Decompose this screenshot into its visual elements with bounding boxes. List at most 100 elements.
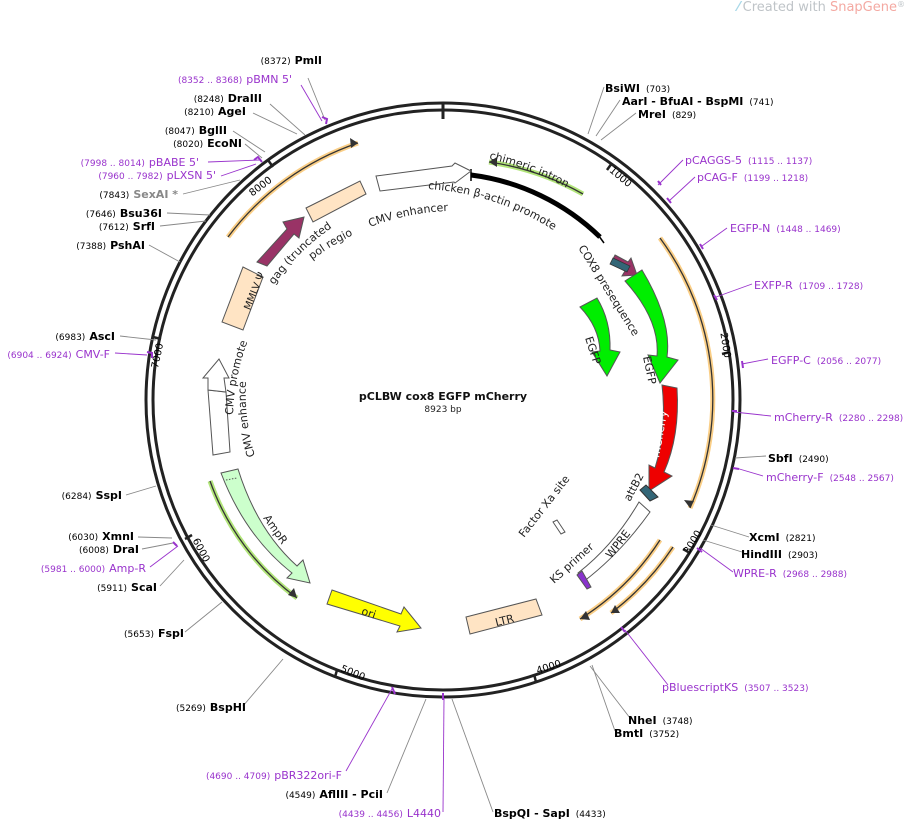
site-label: XcmI(2821) bbox=[749, 531, 816, 544]
site-label: pBluescriptKS(3507 .. 3523) bbox=[662, 681, 808, 694]
site-name: WPRE-R bbox=[733, 567, 777, 580]
site-label: (4439 .. 4456) L4440 bbox=[339, 807, 441, 820]
feature-ampr bbox=[220, 468, 311, 584]
feature-labels: chimeric intron chicken β-actin promoter… bbox=[0, 0, 659, 630]
site-name: BmtI bbox=[614, 727, 643, 740]
site-label: (7646)Bsu36I bbox=[86, 207, 162, 220]
site-name: mCherry-F bbox=[766, 471, 824, 484]
site-label: (7960 .. 7982)pLXSN 5' bbox=[98, 169, 216, 182]
feature-label: ori bbox=[360, 605, 378, 622]
site-label: (8248)DraIII bbox=[194, 92, 262, 105]
snapgene-logo-icon: ⁄ bbox=[737, 0, 740, 15]
site-name: EGFP-C bbox=[771, 354, 811, 367]
site-name: PmlI bbox=[295, 54, 322, 67]
site-label: (8020)EcoNI bbox=[173, 137, 242, 150]
site-label: BmtI (3752) bbox=[614, 727, 679, 740]
feature-cmv-enhancer-top bbox=[375, 162, 472, 192]
site-position: (8248) bbox=[194, 95, 224, 105]
site-name: pCAGGS-5 bbox=[685, 154, 742, 167]
site-label: (6030)XmnI bbox=[68, 530, 134, 543]
site-position: (7843) bbox=[99, 191, 129, 201]
site-position: (8352 .. 8368) bbox=[178, 76, 242, 86]
site-position: (6008) bbox=[79, 546, 109, 556]
site-name: Bsu36I bbox=[120, 207, 162, 220]
site-position: (3748) bbox=[663, 717, 693, 727]
site-label: (7998 .. 8014) pBABE 5' bbox=[81, 156, 199, 169]
site-position: (4439 .. 4456) bbox=[339, 810, 403, 820]
site-position: (6983) bbox=[55, 333, 85, 343]
site-name: Amp-R bbox=[109, 562, 146, 575]
site-position: (1199 .. 1218) bbox=[744, 174, 808, 184]
site-name: pBABE 5' bbox=[149, 156, 199, 169]
scale-tick: 2000 bbox=[717, 332, 732, 359]
site-name: BspQI - SapI bbox=[494, 807, 570, 820]
site-name: NheI bbox=[628, 714, 657, 727]
site-label: (8047)BglII bbox=[165, 124, 227, 137]
site-name: BglII bbox=[199, 124, 227, 137]
site-label: BspQI - SapI (4433) bbox=[494, 807, 606, 820]
feature-factor-xa-site bbox=[552, 519, 566, 535]
orf-arcs bbox=[207, 138, 716, 622]
site-name: FspI bbox=[158, 627, 184, 640]
plasmid-name: pCLBW cox8 EGFP mCherry bbox=[359, 390, 527, 403]
site-name: pBR322ori-F bbox=[274, 769, 342, 782]
feature-label: CMV enhancer bbox=[367, 201, 449, 230]
site-label: BsiWI(703) bbox=[605, 82, 670, 95]
site-label: (8352 .. 8368)pBMN 5' bbox=[178, 73, 292, 86]
feature-mcherry bbox=[648, 384, 678, 492]
site-label: (8372)PmlI bbox=[261, 54, 322, 67]
features bbox=[201, 162, 679, 635]
scale-tick-label: 2000 bbox=[717, 332, 732, 359]
site-label: EXFP-R(1709 .. 1728) bbox=[754, 279, 863, 292]
site-position: (5911) bbox=[97, 584, 127, 594]
site-label: (5911) ScaI bbox=[97, 581, 157, 594]
feature-cmv-promoter bbox=[201, 358, 230, 393]
site-label: (7388)PshAI bbox=[76, 239, 145, 252]
feature-attb2 bbox=[639, 484, 659, 502]
site-position: (6904 .. 6924) bbox=[7, 351, 71, 361]
site-name: L4440 bbox=[407, 807, 441, 820]
site-label: (5269)BspHI bbox=[176, 701, 246, 714]
feature-label: EGFP bbox=[640, 355, 659, 386]
site-position: (4433) bbox=[576, 810, 606, 820]
site-position: (1448 .. 1469) bbox=[776, 225, 840, 235]
site-label: (6904 .. 6924) CMV-F bbox=[7, 348, 110, 361]
scale-tick: 7000 bbox=[150, 335, 166, 369]
site-position: (829) bbox=[672, 111, 696, 121]
feature-gag-truncated bbox=[256, 216, 305, 267]
scale-tick-label: 7000 bbox=[150, 342, 166, 369]
site-name: ScaI bbox=[131, 581, 157, 594]
site-name: pCAG-F bbox=[697, 171, 738, 184]
site-position: (2490) bbox=[799, 455, 829, 465]
site-label: NheI (3748) bbox=[628, 714, 693, 727]
primer-marks bbox=[146, 116, 744, 700]
site-name: PshAI bbox=[110, 239, 145, 252]
site-position: (3752) bbox=[649, 730, 679, 740]
site-label: SbfI (2490) bbox=[768, 452, 829, 465]
feature-label: COX8 presequence bbox=[575, 243, 642, 339]
site-name: AscI bbox=[89, 330, 115, 343]
site-label: (6284)SspI bbox=[62, 489, 122, 502]
site-name: CMV-F bbox=[76, 348, 110, 361]
feature-chicken-beta-actin-promoter bbox=[470, 172, 602, 239]
site-position: (6030) bbox=[68, 533, 98, 543]
site-labels: (8372)PmlI (8352 .. 8368)pBMN 5' (8248)D… bbox=[7, 54, 903, 820]
feature-label: chicken β-actin promoter bbox=[0, 0, 559, 233]
site-label: WPRE-R(2968 .. 2988) bbox=[733, 567, 847, 580]
feature-label: chimeric intron bbox=[488, 149, 571, 190]
site-label: pCAGGS-5(1115 .. 1137) bbox=[685, 154, 812, 167]
site-name: SexAI * bbox=[133, 188, 178, 201]
snapgene-watermark: ⁄Created with SnapGene® bbox=[738, 0, 906, 15]
site-position: (7998 .. 8014) bbox=[81, 159, 145, 169]
site-position: (4549) bbox=[285, 791, 315, 801]
feature-pol-region bbox=[305, 180, 367, 223]
site-label: (5653)FspI bbox=[124, 627, 184, 640]
site-name: SbfI bbox=[768, 452, 793, 465]
feature-egfp-right bbox=[624, 269, 679, 384]
site-name: EXFP-R bbox=[754, 279, 793, 292]
site-label: mCherry-R(2280 .. 2298) bbox=[774, 411, 903, 424]
feature-egfp-left bbox=[579, 297, 621, 377]
site-label: AarI - BfuAI - BspMI(741) bbox=[622, 95, 774, 108]
site-label: (7843) SexAI * bbox=[99, 188, 178, 201]
